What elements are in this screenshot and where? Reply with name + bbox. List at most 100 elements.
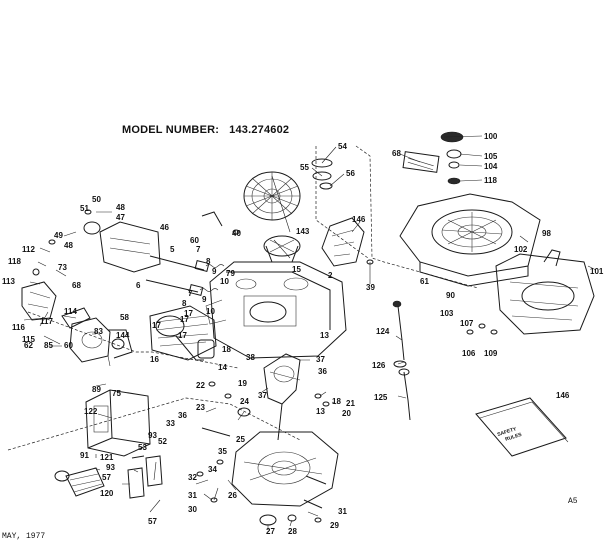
callout-105: 107: [460, 319, 474, 328]
callout-26: 27: [266, 527, 275, 536]
callout-40: 37: [258, 391, 267, 400]
callout-75: 75: [112, 389, 121, 398]
top-hardware-stack: [440, 131, 464, 185]
bottom-hardware: [210, 475, 327, 526]
model-number-value: 143.274602: [229, 124, 290, 136]
callout-49: 49: [54, 231, 63, 240]
assembly-dash-outline-lower: [7, 397, 301, 451]
callout-38: 37: [316, 355, 325, 364]
ignition-coil: [321, 217, 365, 267]
callout-112: 112: [22, 245, 35, 254]
callout-53: 53: [138, 443, 147, 452]
callout-21: 22: [196, 381, 205, 390]
callout-47: 47: [116, 213, 125, 222]
callout-35: 35: [218, 447, 227, 456]
callout-118: 118: [8, 257, 21, 266]
callout-79: 79: [226, 269, 235, 278]
callout-25: 26: [228, 491, 237, 500]
callout-16b: 17: [178, 331, 187, 340]
callout-60: 60: [190, 236, 199, 245]
page-code: A5: [568, 497, 578, 506]
control-bracket: [21, 281, 91, 329]
callout-125: 125: [374, 393, 388, 402]
callout-17b: 18: [332, 397, 341, 406]
callout-8: 8: [206, 257, 211, 266]
callout-119: 118: [484, 176, 497, 185]
misc-fasteners: [32, 209, 498, 477]
callout-33: 32: [188, 473, 197, 482]
model-number-label: MODEL NUMBER:: [122, 124, 220, 136]
callout-15: 16: [150, 355, 159, 364]
valve-assembly: [145, 255, 225, 296]
callout-5: 5: [170, 245, 175, 254]
starter-pulley-stack: [311, 158, 333, 190]
callout-39: 36: [178, 411, 187, 420]
callout-46: 46: [160, 223, 169, 232]
callout-83: 83: [94, 327, 103, 336]
callout-85: 85: [44, 341, 53, 350]
callout-107: 105: [484, 152, 498, 161]
callout-57b: 57: [148, 517, 157, 526]
callout-16: 17: [152, 321, 161, 330]
callout-9b: 9: [202, 295, 207, 304]
callout-122: 122: [84, 407, 98, 416]
callout-106: 104: [484, 162, 498, 171]
callout-61: 61: [420, 277, 429, 286]
callout-144: 144: [116, 331, 130, 340]
shroud-cover: [495, 249, 595, 335]
decal-plate: [402, 151, 440, 173]
callout-120: 120: [100, 489, 114, 498]
callout-117: 117: [40, 317, 53, 326]
callout-16c: 17: [180, 315, 189, 324]
callout-10b: 10: [206, 307, 215, 316]
callout-102: 102: [514, 245, 528, 254]
callout-8b: 8: [182, 299, 187, 308]
callout-7b: 7: [188, 289, 193, 298]
carburetor: [69, 317, 133, 363]
callout-73: 68: [72, 281, 81, 290]
callout-54: 54: [338, 142, 347, 151]
blower-housing: [399, 193, 541, 287]
callout-115: 115: [22, 335, 35, 344]
callout-11: 13: [316, 407, 325, 416]
callout-30: 31: [338, 507, 347, 516]
callout-93: 93: [148, 431, 157, 440]
callout-60b: 60: [64, 341, 73, 350]
callout-28: 29: [330, 521, 339, 530]
callout-146-booklet: 146: [556, 391, 570, 400]
callout-18: 19: [238, 379, 247, 388]
assembly-dash-outline-upper: [355, 145, 479, 289]
callout-100: 100: [484, 132, 498, 141]
callout-116: 116: [12, 323, 25, 332]
callout-13: 14: [218, 363, 227, 372]
callout-57: 57: [102, 473, 111, 482]
callout-121: 121: [100, 453, 114, 462]
air-intake-housing: [83, 221, 161, 273]
callout-12: 13: [320, 331, 329, 340]
callout-89: 90: [446, 291, 455, 300]
callout-90: 91: [80, 451, 89, 460]
callout-124: 124: [376, 327, 390, 336]
callout-17: 18: [222, 345, 231, 354]
callout-114: 114: [64, 307, 77, 316]
leader-lines: [23, 135, 597, 530]
callout-62: 62: [24, 341, 33, 350]
safety-rules-booklet: SAFETY RULES: [475, 397, 569, 457]
callout-52: 52: [158, 437, 167, 446]
callout-87: 89: [92, 385, 101, 394]
callout-48: 48: [116, 203, 125, 212]
callout-3-42: 38: [246, 353, 255, 362]
callout-numbers: 100 105 104 118 54 55 56 68 146 143 98 1…: [2, 132, 604, 536]
callout-7: 7: [196, 245, 201, 254]
callout-36: 33: [166, 419, 175, 428]
piston-group: [155, 315, 215, 361]
bracket-parts: [127, 455, 163, 499]
callout-74: 73: [58, 263, 67, 272]
callout-34: 34: [208, 465, 217, 474]
callout-103: 106: [462, 349, 476, 358]
callout-109: 109: [484, 349, 498, 358]
callout-43: 39: [366, 283, 375, 292]
callout-31: 30: [188, 505, 197, 514]
